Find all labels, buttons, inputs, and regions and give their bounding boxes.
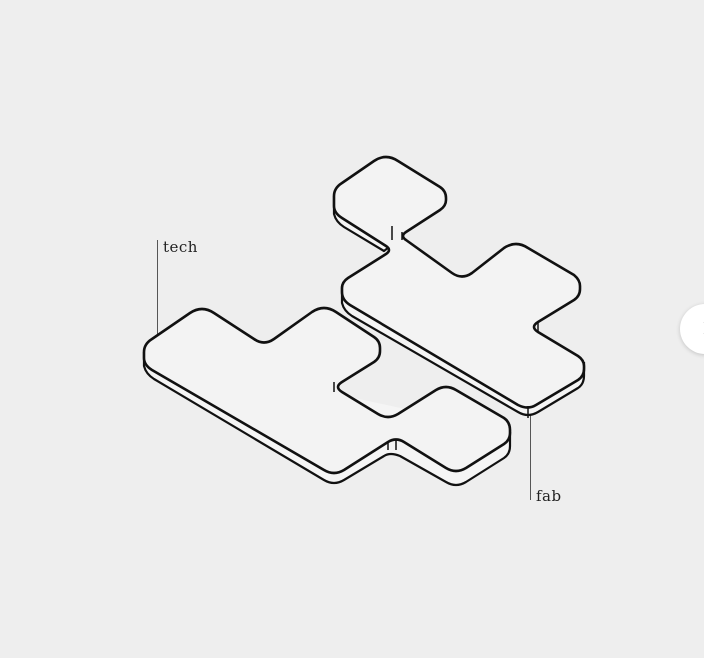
fab-piece [332,155,586,418]
tech-piece [142,306,512,487]
fab-label: fab [536,487,562,505]
tech-label: tech [163,238,198,256]
chevron-right-icon [697,320,704,336]
